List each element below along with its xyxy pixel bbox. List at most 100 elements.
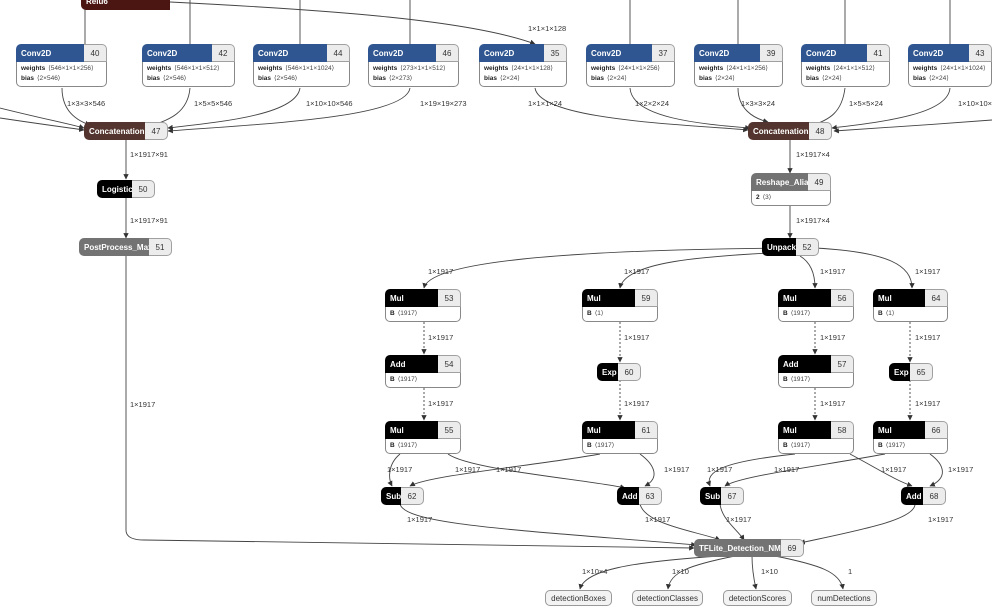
node-title: Mul <box>873 421 925 439</box>
node-title: Mul <box>385 421 438 439</box>
edge-label: 1×19×19×273 <box>420 99 467 108</box>
node-index: 54 <box>438 355 461 373</box>
node-title: Mul <box>582 421 635 439</box>
edge-label: 1×5×5×546 <box>194 99 233 108</box>
node-index: 49 <box>808 173 831 191</box>
node-title: Mul <box>778 289 831 307</box>
output-num-detections[interactable]: numDetections <box>811 590 877 606</box>
node-index: 66 <box>925 421 948 439</box>
node-attributes: B⟨1917⟩ <box>778 307 854 322</box>
edge-label: 1 <box>848 567 853 576</box>
node-title: Mul <box>778 421 831 439</box>
node-index: 43 <box>969 44 992 62</box>
node-title: Reshape_Alias <box>751 173 808 191</box>
edge-label: 1×1917 <box>624 399 650 408</box>
node-attributes: weights⟨546×1×1×256⟩ bias⟨2×546⟩ <box>16 62 107 87</box>
node-attributes: B⟨1917⟩ <box>582 439 658 454</box>
node-index: 41 <box>867 44 890 62</box>
node-title: Sub <box>381 487 401 505</box>
edge-label: 1×1917 <box>915 267 941 276</box>
node-index: 42 <box>212 44 235 62</box>
output-detection-scores[interactable]: detectionScores <box>723 590 792 606</box>
edge-label: 1×1×1×24 <box>528 99 562 108</box>
node-attributes: 2⟨3⟩ <box>751 191 831 206</box>
node-attributes: weights⟨24×1×1×1024⟩ bias⟨2×24⟩ <box>908 62 992 87</box>
node-index: 59 <box>635 289 658 307</box>
node-attributes: weights⟨24×1×1×256⟩ bias⟨2×24⟩ <box>586 62 675 87</box>
edge-label: 1×1917 <box>881 465 907 474</box>
node-index: 53 <box>438 289 461 307</box>
node-attributes: B⟨1917⟩ <box>385 439 461 454</box>
edge-label: 1×1×1×128 <box>528 24 567 33</box>
node-title: Sub <box>700 487 721 505</box>
relu6-node[interactable]: Relu6 <box>81 0 170 10</box>
node-title: Conv2D <box>368 44 436 62</box>
node-title: Conv2D <box>801 44 867 62</box>
node-title: Conv2D <box>479 44 544 62</box>
node-index: 68 <box>923 487 946 505</box>
node-index: 60 <box>618 363 641 381</box>
node-index: 44 <box>327 44 350 62</box>
node-index: 58 <box>831 421 854 439</box>
node-attributes: B⟨1917⟩ <box>778 439 854 454</box>
node-title: Mul <box>582 289 635 307</box>
node-title: Mul <box>385 289 438 307</box>
edge-label: 1×1917×4 <box>796 216 830 225</box>
edge-label: 1×1917 <box>407 515 433 524</box>
node-index: 62 <box>401 487 424 505</box>
node-title: Add <box>617 487 639 505</box>
edge-label: 1×1917 <box>624 267 650 276</box>
edge-label: 1×1917 <box>130 400 156 409</box>
node-attributes: weights⟨546×1×1×512⟩ bias⟨2×546⟩ <box>142 62 235 87</box>
edge-label: 1×1917 <box>428 399 454 408</box>
edge-label: 1×1917×91 <box>130 150 168 159</box>
edge-label: 1×3×3×24 <box>741 99 775 108</box>
node-title: Exp <box>597 363 618 381</box>
edge-label: 1×1917 <box>455 465 481 474</box>
node-attributes: weights⟨24×1×1×128⟩ bias⟨2×24⟩ <box>479 62 567 87</box>
edge-label: 1×1917 <box>726 515 752 524</box>
output-detection-classes[interactable]: detectionClasses <box>632 590 703 606</box>
output-detection-boxes[interactable]: detectionBoxes <box>545 590 612 606</box>
edge-label: 1×1917 <box>820 267 846 276</box>
node-title: Mul <box>873 289 925 307</box>
edge-label: 1×2×2×24 <box>635 99 669 108</box>
edge-label: 1×1917 <box>948 465 974 474</box>
node-index: 65 <box>910 363 933 381</box>
node-index: 67 <box>721 487 744 505</box>
edge-label: 1×1917 <box>915 399 941 408</box>
